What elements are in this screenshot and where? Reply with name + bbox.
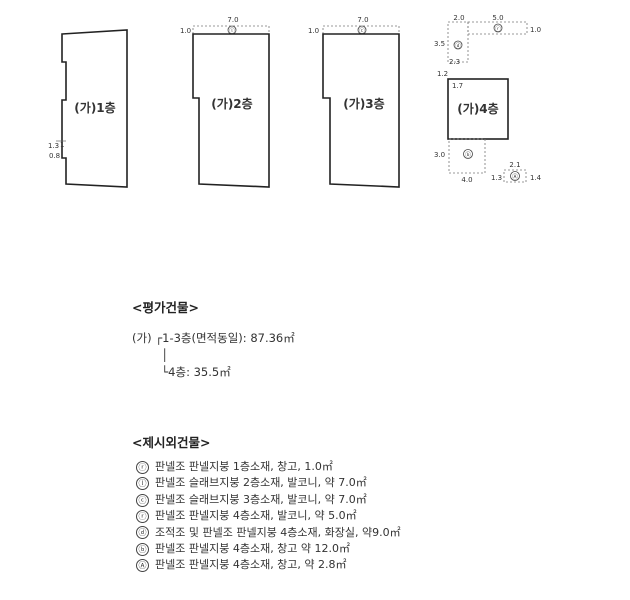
f3-dim-left: 1.0 [308,27,319,35]
f4-dim-w1: 2.0 [453,14,464,22]
list-item: ⓓ 조적조 및 판넬조 판넬지붕 4층소재, 화장실, 약9.0㎡ [136,525,401,541]
f4-dim-h7: 1.3 [491,174,502,182]
item-text: 판넬조 슬래브지붕 2층소재, 발코니, 약 7.0㎡ [155,476,367,490]
item-text: 판넬조 판넬지붕 4층소재, 창고 약 12.0㎡ [155,542,351,556]
eval-line-3: └4층: 35.5㎡ [132,365,231,379]
floor-1-plan: (가)1층 1.3 1 0.8 [48,29,128,188]
f2-mark: ⓛ [229,27,235,35]
item-marker: ⓑ [136,542,149,556]
item-text: 판넬조 판넬지붕 1층소재, 창고, 1.0㎡ [155,460,333,473]
floor-plans: (가)1층 1.3 1 0.8 7.0 1.0 ⓛ (가)2층 7.0 1.0 … [48,14,542,188]
f4-dim-h1: 3.5 [434,40,445,48]
floor-3-label: (가)3층 [343,96,384,111]
item-text: 판넬조 판넬지붕 4층소재, 발코니, 약 5.0㎡ [155,509,357,523]
f3-mark: ⓒ [359,27,365,35]
f4-dim-h4: 1.2 [437,70,448,78]
item-marker: ⓒ [136,493,149,507]
f4-dim-w3: 4.0 [461,176,472,184]
f4-mark-d: ⓓ [455,42,461,50]
f4-mark-a: Ⓐ [512,173,518,181]
f4-dim-h5: 1.7 [452,82,463,90]
item-text: 판넬조 판넬지붕 4층소재, 창고, 약 2.8㎡ [155,558,347,572]
f4-mark-r: ⓡ [495,25,501,33]
f4-dim-w4: 2.1 [509,161,520,169]
floor-2-plan: 7.0 1.0 ⓛ (가)2층 [180,16,270,188]
item-text: 조적조 및 판넬조 판넬지붕 4층소재, 화장실, 약9.0㎡ [155,525,401,539]
f4-dim-w2: 5.0 [492,14,503,22]
f1-dim-b: 1 [60,141,64,149]
f4-mark-b: ⓑ [465,151,471,159]
list-item: ⓛ 판넬조 슬래브지붕 2층소재, 발코니, 약 7.0㎡ [136,475,401,491]
f3-dim-top: 7.0 [357,16,368,24]
item-marker: ⓛ [136,477,149,491]
f1-dim-c: 0.8 [49,152,60,160]
f4-dim-h3: 1.0 [530,26,541,34]
floor-4-plan: 2.0 5.0 3.5 2.3 1.0 1.2 ⓓ ⓡ 1.7 (가)4층 3.… [434,14,542,184]
list-item: ⓡ 판넬조 판넬지붕 4층소재, 발코니, 약 5.0㎡ [136,508,401,524]
eval-line-1: (가) ┌1-3층(면적동일): 87.36㎡ [132,331,295,345]
eval-heading: <평가건물> [132,300,199,315]
item-marker: ⓡ [136,460,149,474]
f1-dim-a: 1.3 [48,142,59,150]
extra-items-list: ⓡ 판넬조 판넬지붕 1층소재, 창고, 1.0㎡ ⓛ 판넬조 슬래브지붕 2층… [136,459,401,574]
floor-3-plan: 7.0 1.0 ⓒ (가)3층 [308,16,400,188]
floor-2-label: (가)2층 [211,96,252,111]
list-item: ⓒ 판넬조 슬래브지붕 3층소재, 발코니, 약 7.0㎡ [136,492,401,508]
extra-heading: <제시외건물> [132,435,211,450]
floor-4-label: (가)4층 [457,101,498,116]
f2-dim-top: 7.0 [227,16,238,24]
item-marker: ⓡ [136,509,149,523]
item-marker: Ⓐ [136,559,149,573]
list-item: ⓡ 판넬조 판넬지붕 1층소재, 창고, 1.0㎡ [136,459,401,475]
eval-line-2: │ [132,348,169,362]
f4-dim-h6: 3.0 [434,151,445,159]
item-text: 판넬조 슬래브지붕 3층소재, 발코니, 약 7.0㎡ [155,492,367,506]
f2-dim-left: 1.0 [180,27,191,35]
list-item: Ⓐ 판넬조 판넬지붕 4층소재, 창고, 약 2.8㎡ [136,557,401,573]
f4-dim-h2: 2.3 [449,58,460,66]
item-marker: ⓓ [136,526,149,540]
floor-1-label: (가)1층 [74,100,115,115]
list-item: ⓑ 판넬조 판넬지붕 4층소재, 창고 약 12.0㎡ [136,541,401,557]
f4-dim-h8: 1.4 [530,174,542,182]
eval-block: (가) ┌1-3층(면적동일): 87.36㎡ │ └4층: 35.5㎡ [132,330,295,381]
